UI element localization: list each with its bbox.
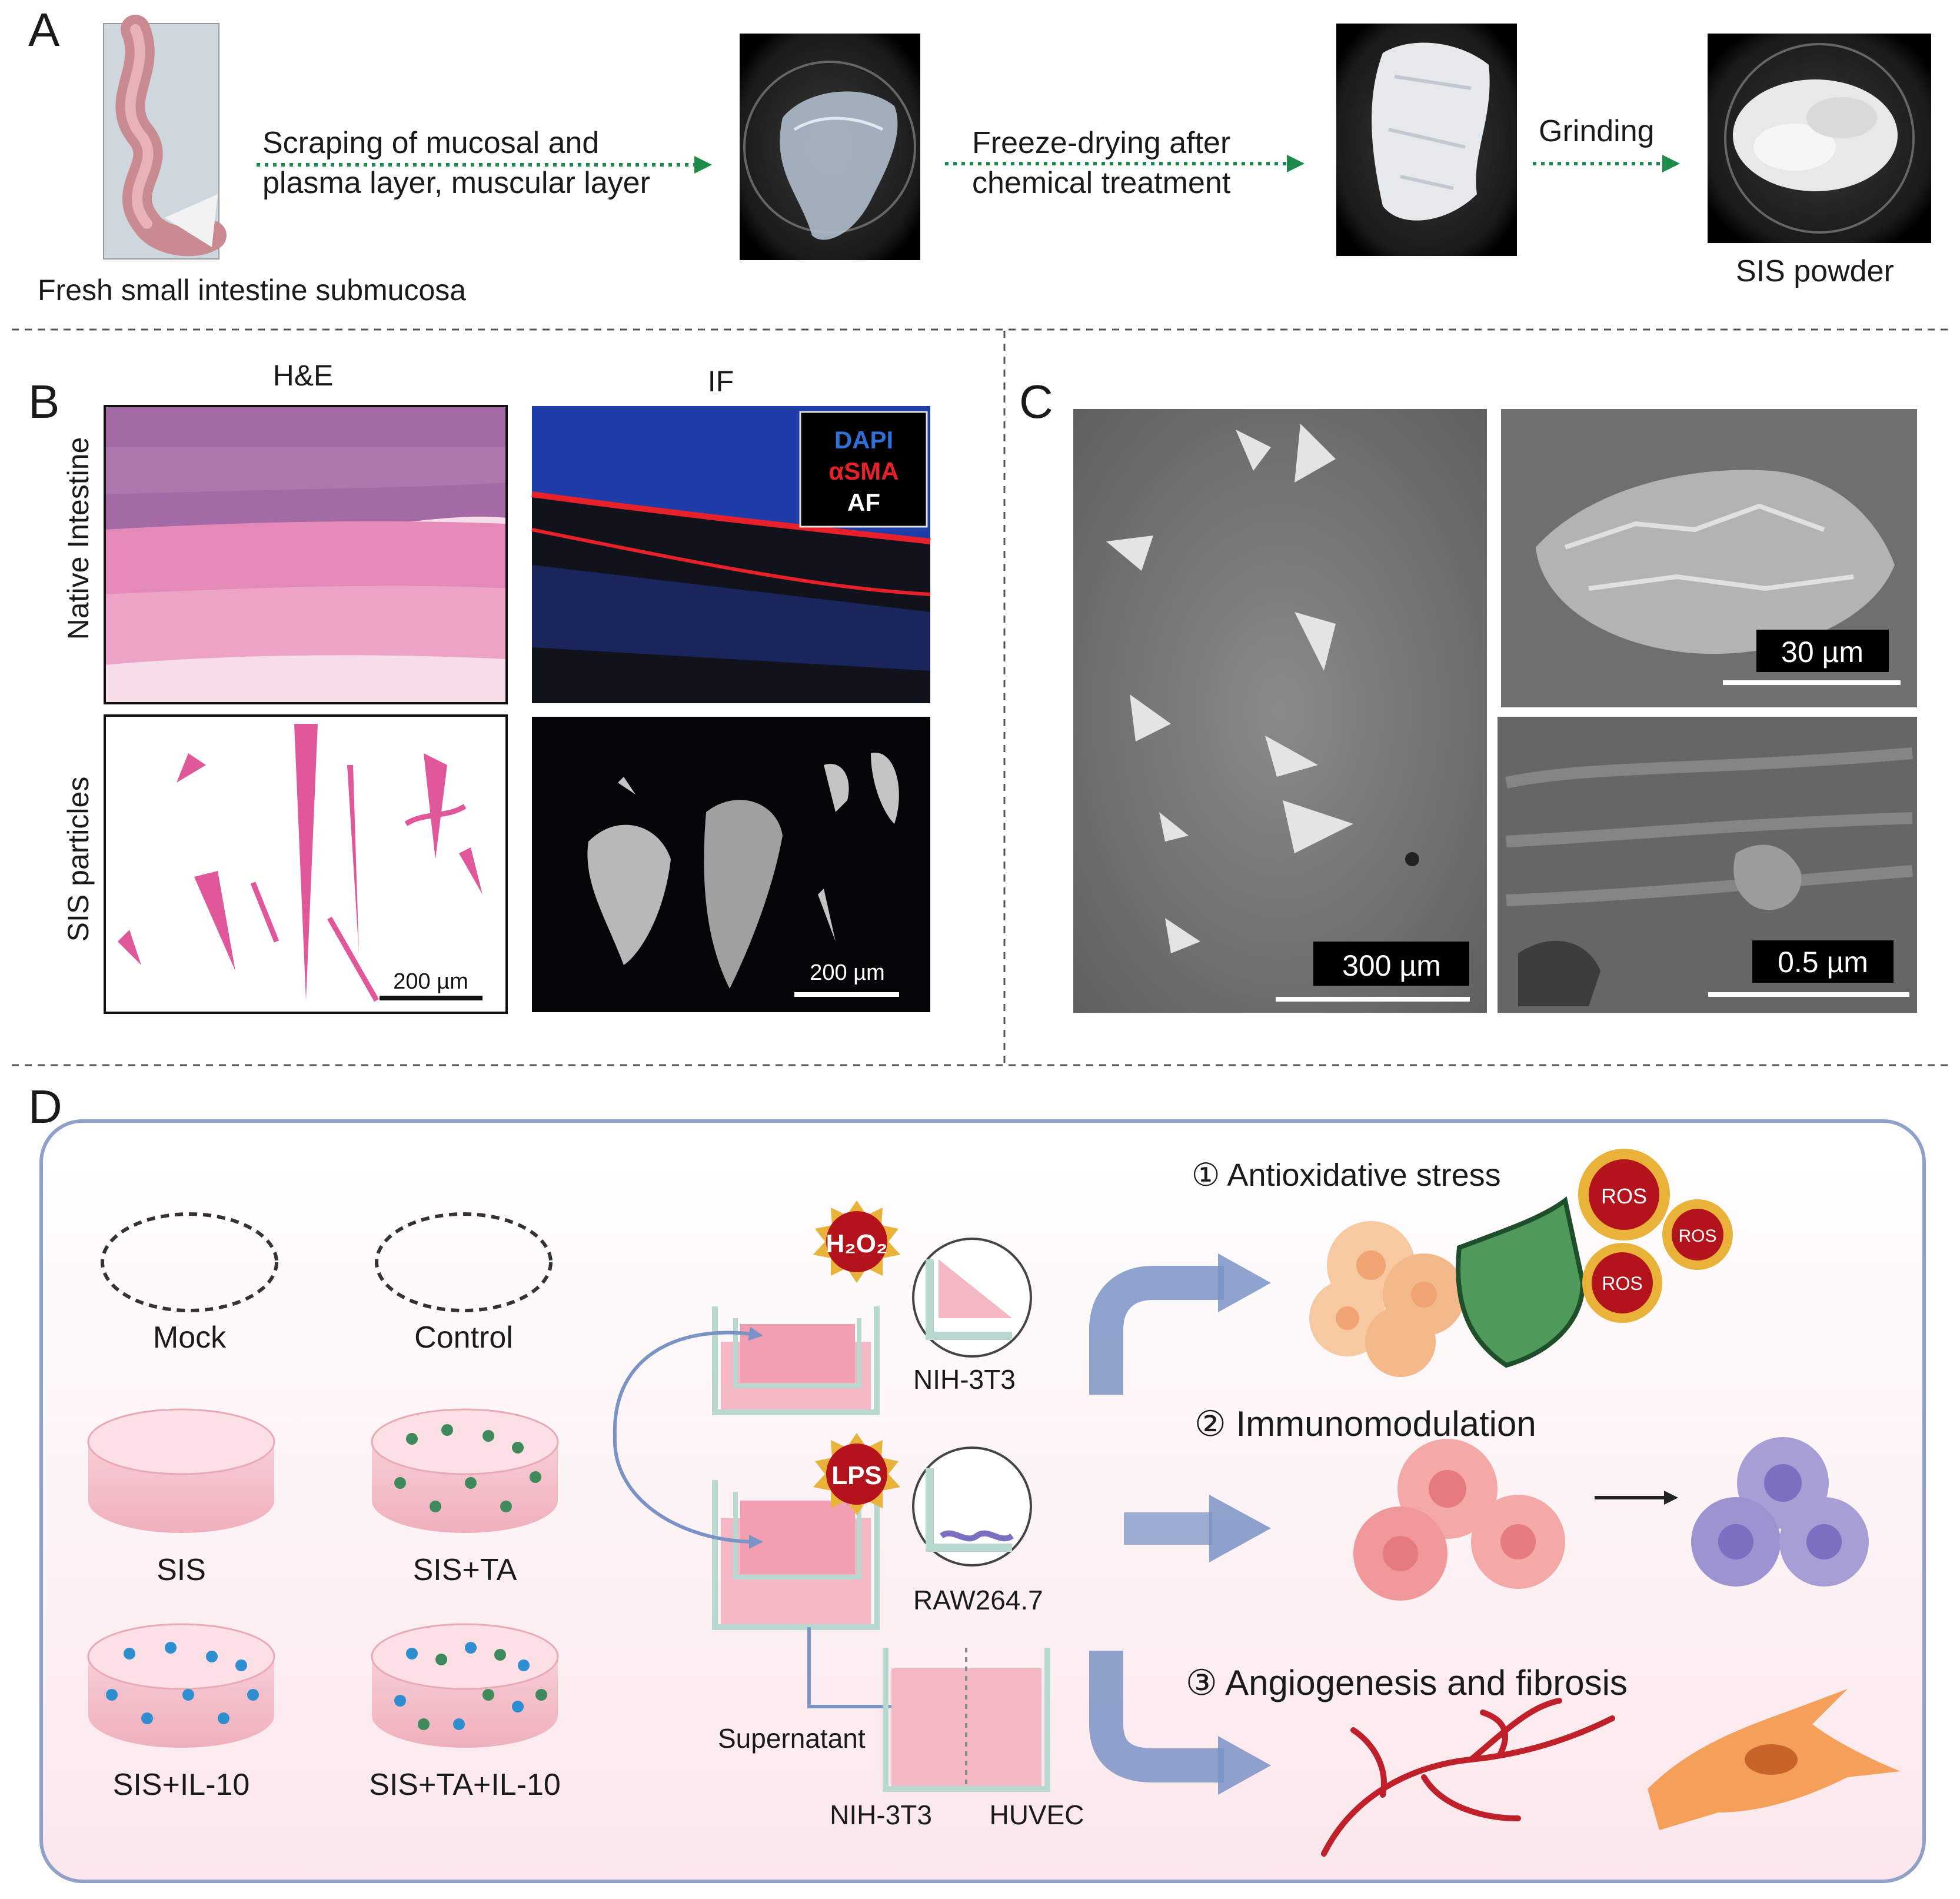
sem-top-image: 30 µm — [1501, 409, 1917, 707]
step1-label: Fresh small intestine submucosa — [38, 274, 466, 307]
lps-badge: LPS — [813, 1433, 900, 1515]
arrow1-text-2: plasma layer, muscular layer — [262, 166, 650, 200]
group-sis: SIS — [87, 1408, 275, 1587]
group-mock: Mock — [101, 1212, 278, 1355]
arrow2-text-1: Freeze-drying after — [972, 126, 1230, 160]
scale-if: 200 µm — [810, 960, 885, 985]
row-native-label: Native Intestine — [62, 437, 95, 640]
if-native-image: DAPI αSMA AF — [531, 406, 931, 703]
svg-text:H₂O₂: H₂O₂ — [826, 1229, 887, 1258]
svg-text:SIS+IL-10: SIS+IL-10 — [113, 1768, 250, 1802]
coculture-right-label: HUVEC — [989, 1800, 1084, 1830]
svg-text:ROS: ROS — [1601, 1184, 1647, 1208]
outcome2-label: ② Immunomodulation — [1194, 1404, 1536, 1444]
scale-c-top: 30 µm — [1781, 636, 1864, 669]
fibroblast-icon — [1648, 1689, 1901, 1830]
group-control: Control — [375, 1212, 553, 1355]
scale-c-large: 300 µm — [1342, 949, 1441, 982]
supernatant-label: Supernatant — [718, 1723, 866, 1754]
scraped-tissue-photo — [740, 34, 920, 260]
arrow-to-h2o2 — [613, 1326, 763, 1436]
panel-c-letter: C — [1019, 375, 1053, 428]
outcome-arrow-1 — [1089, 1266, 1224, 1395]
panel-d-letter: D — [28, 1080, 62, 1133]
svg-text:SIS+TA: SIS+TA — [413, 1553, 517, 1587]
arrow2-text-2: chemical treatment — [972, 166, 1231, 200]
coculture-well — [883, 1648, 1050, 1792]
group-sis-il10: SIS+IL-10 — [87, 1623, 275, 1802]
he-native-image — [104, 405, 508, 704]
m2-macrophage-icon — [1691, 1437, 1869, 1587]
outcome-arrow-3 — [1089, 1651, 1224, 1782]
coculture-left-label: NIH-3T3 — [830, 1800, 932, 1830]
sem-bottom-image: 0.5 µm — [1498, 717, 1917, 1013]
step4-label: SIS powder — [1736, 254, 1894, 288]
arrow1-text-1: Scraping of mucosal and — [262, 126, 599, 160]
h2o2-badge: H₂O₂ — [813, 1200, 900, 1283]
ros-badge-1: ROS — [1578, 1149, 1670, 1240]
svg-text:ROS: ROS — [1678, 1226, 1716, 1246]
ros-badge-3: ROS — [1582, 1243, 1662, 1323]
svg-text:SIS: SIS — [157, 1553, 206, 1587]
transwell-lps — [712, 1446, 1032, 1630]
row-sis-label: SIS particles — [62, 777, 95, 942]
svg-text:LPS: LPS — [831, 1461, 882, 1490]
scale-he: 200 µm — [393, 969, 468, 994]
ros-badge-2: ROS — [1662, 1199, 1733, 1270]
col-he-label: H&E — [273, 359, 334, 392]
sem-large-image: 300 µm — [1073, 409, 1487, 1013]
intestine-photo — [103, 15, 227, 260]
group-sis-ta-il10: SIS+TA+IL-10 — [369, 1623, 561, 1802]
svg-text:ROS: ROS — [1602, 1273, 1642, 1294]
outcome-arrow-2 — [1124, 1512, 1212, 1545]
freeze-dried-photo — [1336, 24, 1517, 256]
cell-cluster-icon — [1309, 1221, 1465, 1377]
shield-icon — [1456, 1196, 1586, 1368]
vessel-icon — [1321, 1698, 1615, 1857]
he-sis-image: 200 µm — [104, 714, 508, 1014]
group-sis-ta: SIS+TA — [371, 1408, 559, 1587]
legend-af: AF — [847, 488, 880, 516]
arrow-to-lps — [613, 1435, 763, 1549]
cell-raw-label: RAW264.7 — [913, 1585, 1043, 1615]
outcome1-label: ① Antioxidative stress — [1192, 1158, 1501, 1193]
svg-text:Control: Control — [414, 1321, 513, 1355]
panel-a-letter: A — [28, 4, 60, 56]
scale-c-bottom: 0.5 µm — [1778, 946, 1868, 979]
sis-powder-photo — [1708, 34, 1931, 243]
arrow3-text: Grinding — [1539, 114, 1655, 148]
svg-text:Mock: Mock — [153, 1321, 227, 1355]
outcome3-label: ③ Angiogenesis and fibrosis — [1186, 1663, 1628, 1702]
m1-macrophage-icon — [1353, 1439, 1565, 1601]
legend-dapi: DAPI — [834, 426, 893, 454]
panel-b-letter: B — [28, 375, 59, 428]
if-sis-image: 200 µm — [532, 717, 930, 1012]
svg-text:SIS+TA+IL-10: SIS+TA+IL-10 — [369, 1768, 561, 1802]
col-if-label: IF — [708, 365, 734, 398]
legend-asma: αSMA — [828, 457, 899, 485]
cell-nih-label: NIH-3T3 — [913, 1364, 1016, 1395]
